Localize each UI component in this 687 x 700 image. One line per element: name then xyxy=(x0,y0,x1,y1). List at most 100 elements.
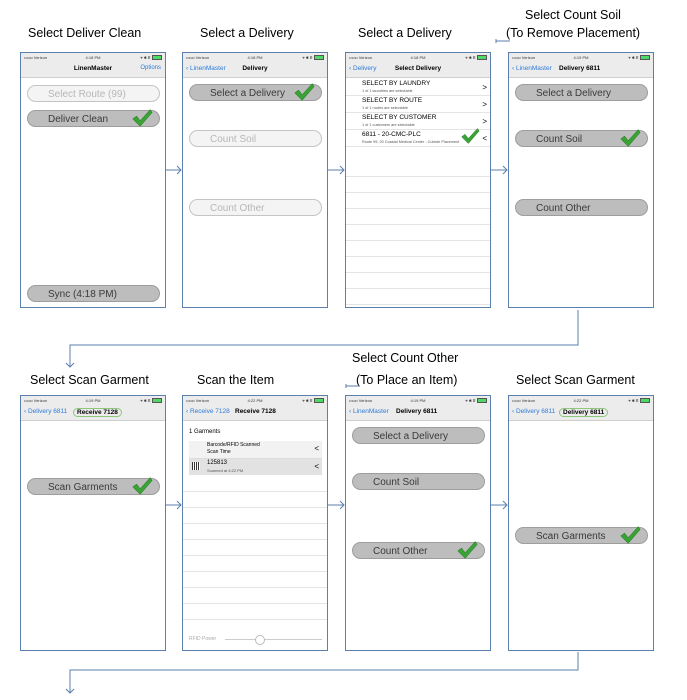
nav-bar: ‹ LinenMaster Delivery xyxy=(183,61,327,78)
option-title: SELECT BY ROUTE xyxy=(362,97,423,104)
option-title: 6811 - 20-CMC-PLC xyxy=(362,131,421,138)
nav-bar: ‹ Delivery Select Delivery xyxy=(346,61,490,78)
caption-scan-item: Scan the Item xyxy=(197,373,275,387)
chevron-icon: > xyxy=(482,83,487,92)
sync-button[interactable]: Sync (4:18 PM) xyxy=(27,285,160,302)
delivery-option-row[interactable]: SELECT BY LAUNDRY 1 of 1 laundries are se… xyxy=(346,79,490,96)
status-bar: •••oo Verizon 4:18 PM ⌖ ✱ ▯ xyxy=(21,53,165,61)
empty-row xyxy=(346,225,490,241)
screen-main-menu: •••oo Verizon 4:18 PM ⌖ ✱ ▯ LinenMaster … xyxy=(20,52,166,308)
battery-icon: ⌖ ✱ ▯ xyxy=(302,55,324,61)
nav-title: Delivery 6811 xyxy=(396,408,438,415)
select-delivery-button[interactable]: Select a Delivery xyxy=(189,84,322,101)
checkmark-icon xyxy=(460,126,480,146)
back-button[interactable]: ‹ Receive 7128 xyxy=(186,408,230,415)
checkmark-icon xyxy=(456,539,478,561)
chevron-icon: < xyxy=(482,134,487,143)
select-delivery-button[interactable]: Select a Delivery xyxy=(352,427,485,444)
caption-count-soil: Select Count Soil xyxy=(525,8,621,22)
option-subtitle: 1 of 1 routes are selectable xyxy=(362,106,408,110)
empty-row xyxy=(183,572,327,588)
checkmark-icon xyxy=(619,524,641,546)
garment-count: 1 Garments xyxy=(189,429,221,435)
caption-select-delivery: Select a Delivery xyxy=(200,26,294,40)
screen-delivery-6811-b: •••oo Verizon 4:19 PM ⌖ ✱ ▯ ‹ LinenMaste… xyxy=(345,395,491,651)
caption-scan-garment: Select Scan Garment xyxy=(30,373,149,387)
battery-icon: ⌖ ✱ ▯ xyxy=(465,398,487,404)
checkmark-icon xyxy=(293,81,315,103)
battery-icon: ⌖ ✱ ▯ xyxy=(302,398,324,404)
nav-title: Receive 7128 xyxy=(73,408,122,417)
delivery-option-row[interactable]: SELECT BY ROUTE 1 of 1 routes are selecta… xyxy=(346,96,490,113)
nav-title: LinenMaster xyxy=(73,65,113,72)
empty-row xyxy=(346,193,490,209)
status-bar: •••oo Verizon 4:19 PM ⌖ ✱ ▯ xyxy=(21,396,165,404)
empty-row xyxy=(183,540,327,556)
scan-garments-button[interactable]: Scan Garments xyxy=(27,478,160,495)
battery-icon: ⌖ ✱ ▯ xyxy=(628,398,650,404)
rfid-power-slider[interactable] xyxy=(225,639,322,640)
empty-row xyxy=(346,209,490,225)
scan-garments-button[interactable]: Scan Garments xyxy=(515,527,648,544)
empty-row xyxy=(183,508,327,524)
nav-bar: ‹ Receive 7128 Receive 7128 xyxy=(183,404,327,421)
caption-place-item: (To Place an Item) xyxy=(356,373,458,387)
nav-title: Select Delivery xyxy=(394,65,442,72)
caption-scan-garment-2: Select Scan Garment xyxy=(516,373,635,387)
nav-title: Receive 7128 xyxy=(235,408,276,415)
nav-bar: LinenMaster Options xyxy=(21,61,165,78)
count-other-button[interactable]: Count Other xyxy=(352,542,485,559)
empty-row xyxy=(346,273,490,289)
empty-row xyxy=(346,289,490,305)
nav-bar: ‹ Delivery 6811 Receive 7128 xyxy=(21,404,165,421)
status-bar: •••oo Verizon 4:18 PM ⌖ ✱ ▯ xyxy=(346,53,490,61)
back-button[interactable]: ‹ Delivery 6811 xyxy=(24,408,68,415)
battery-icon: ⌖ ✱ ▯ xyxy=(628,55,650,61)
slider-thumb[interactable] xyxy=(255,635,265,645)
empty-row xyxy=(183,556,327,572)
deliver-clean-button[interactable]: Deliver Clean xyxy=(27,110,160,127)
option-subtitle: 1 of 1 laundries are selectable xyxy=(362,89,413,93)
nav-title: Delivery 6811 xyxy=(559,408,609,417)
screen-receive: •••oo Verizon 4:19 PM ⌖ ✱ ▯ ‹ Delivery 6… xyxy=(20,395,166,651)
caption-deliver-clean: Select Deliver Clean xyxy=(28,26,142,40)
back-button[interactable]: ‹ Delivery 6811 xyxy=(512,408,556,415)
nav-bar: ‹ LinenMaster Delivery 6811 xyxy=(346,404,490,421)
count-soil-button[interactable]: Count Soil xyxy=(352,473,485,490)
status-bar: •••oo Verizon 4:22 PM ⌖ ✱ ▯ xyxy=(509,396,653,404)
option-title: SELECT BY LAUNDRY xyxy=(362,80,431,87)
list-item[interactable]: 125813 Scanned at 4:22 PM < xyxy=(189,459,322,475)
nav-title: Delivery 6811 xyxy=(559,65,601,72)
back-button[interactable]: ‹ LinenMaster xyxy=(512,65,552,72)
screen-delivery-6811: •••oo Verizon 4:19 PM ⌖ ✱ ▯ ‹ LinenMaste… xyxy=(508,52,654,308)
caption-select-delivery-2: Select a Delivery xyxy=(358,26,452,40)
screen-select-delivery: •••oo Verizon 4:18 PM ⌖ ✱ ▯ ‹ Delivery S… xyxy=(345,52,491,308)
battery-icon: ⌖ ✱ ▯ xyxy=(140,398,162,404)
count-soil-button[interactable]: Count Soil xyxy=(189,130,322,147)
screen-scan-list: •••oo Verizon 4:22 PM ⌖ ✱ ▯ ‹ Receive 71… xyxy=(182,395,328,651)
nav-title: Delivery xyxy=(242,65,268,72)
count-soil-button[interactable]: Count Soil xyxy=(515,130,648,147)
options-button[interactable]: Options xyxy=(140,65,161,71)
nav-bar: ‹ Delivery 6811 Delivery 6811 xyxy=(509,404,653,421)
back-button[interactable]: ‹ Delivery xyxy=(349,65,377,72)
rfid-power-label: RFID Power xyxy=(189,636,217,642)
select-route-button[interactable]: Select Route (99) xyxy=(27,85,160,102)
checkmark-icon xyxy=(131,475,153,497)
carrier-label: •••oo Verizon xyxy=(24,55,48,60)
status-bar: •••oo Verizon 4:18 PM ⌖ ✱ ▯ xyxy=(183,53,327,61)
qr-code-icon xyxy=(192,462,200,470)
empty-row xyxy=(183,476,327,492)
count-other-button[interactable]: Count Other xyxy=(515,199,648,216)
select-delivery-button[interactable]: Select a Delivery xyxy=(515,84,648,101)
checkmark-icon xyxy=(619,127,641,149)
back-button[interactable]: ‹ LinenMaster xyxy=(349,408,389,415)
count-other-button[interactable]: Count Other xyxy=(189,199,322,216)
back-button[interactable]: ‹ LinenMaster xyxy=(186,65,226,72)
screen-delivery-scan: •••oo Verizon 4:22 PM ⌖ ✱ ▯ ‹ Delivery 6… xyxy=(508,395,654,651)
empty-row xyxy=(183,524,327,540)
